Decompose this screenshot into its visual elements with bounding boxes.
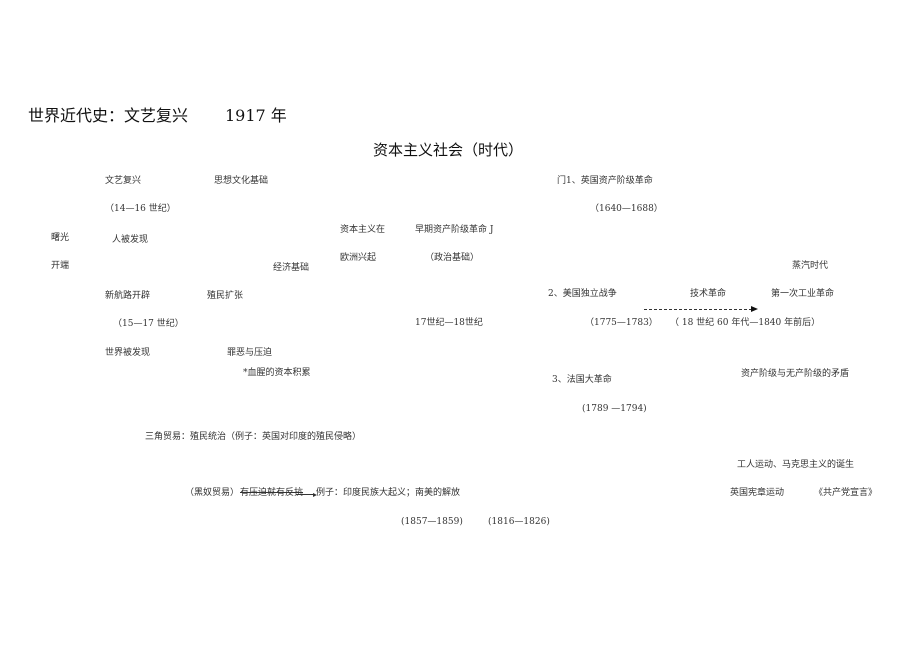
south-america-period: (1816—1826) [488,517,550,527]
tech-revolution: 技术革命 [690,289,727,299]
rise-line2: 欧洲兴起 [340,253,377,263]
dawn-line1: 曙光 [51,233,70,243]
early-revolution-period: 17世纪—18世纪 [415,318,483,328]
american-war-period: （1775—1783） [585,318,658,328]
year-label: 1917 年 [225,106,287,125]
class-contradiction: 资产阶级与无产阶级的矛盾 [741,369,850,379]
french-revolution: 3、法国大革命 [552,375,612,385]
renaissance-meaning: 人被发现 [112,235,149,245]
renaissance-role: 思想文化基础 [214,176,269,186]
american-war: 2、美国独立战争 [548,289,617,299]
chartism: 英国宪章运动 [730,488,785,498]
new-routes-period: （15—17 世纪） [113,319,184,329]
triangle-trade: 三角贸易：殖民统治（例子：英国对印度的殖民侵略） [145,432,362,442]
capital-accumulation: *血腥的资本积累 [243,368,311,378]
renaissance-name: 文艺复兴 [105,176,142,186]
renaissance-period: （14—16 世纪） [105,204,176,214]
industrial-revolution: 第一次工业革命 [771,289,835,299]
english-revolution: 门1、英国资产阶级革命 [557,176,653,186]
dashed-arrow [644,306,758,312]
french-revolution-period: (1789 —1794) [582,404,647,414]
economic-base: 经济基础 [273,263,310,273]
india-uprising-period: (1857—1859) [401,517,463,527]
colonial-expansion: 殖民扩张 [207,291,244,301]
resistance-arrow [296,493,317,497]
communist-manifesto: 《共产党宣言》 [814,488,878,498]
steam-era: 蒸汽时代 [792,261,829,271]
early-revolution-role: （政治基础） [425,253,480,263]
dawn-line2: 开端 [51,261,70,271]
slave-trade: （黑奴贸易） [185,488,240,498]
new-routes-meaning: 世界被发现 [105,348,151,358]
rise-line1: 资本主义在 [340,225,386,235]
resistance-text: 有压迫就有反抗 [240,488,304,498]
section-heading: 资本主义社会（时代） [373,141,524,159]
labor-movement: 工人运动、马克思主义的诞生 [737,460,855,470]
english-revolution-period: （1640—1688） [590,204,663,214]
early-revolution-name: 早期资产阶级革命 J [415,225,494,235]
industrial-period: （ 18 世纪 60 年代—1840 年前后） [670,318,821,328]
crime-oppression: 罪恶与压迫 [227,348,273,358]
new-routes-name: 新航路开辟 [105,291,151,301]
resistance-examples: 例子：印度民族大起义；南美的解放 [316,488,461,498]
page-title: 世界近代史：文艺复兴 [28,106,189,125]
